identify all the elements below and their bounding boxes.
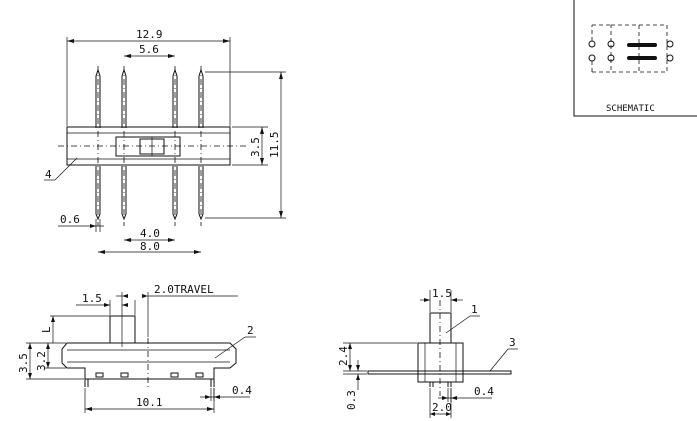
side-dim-0-4: 0.4	[474, 385, 494, 398]
side-view-actuator	[429, 312, 452, 344]
front-dim-travel: 2.0TRAVEL	[154, 283, 214, 296]
side-dim-2-0: 2.0	[432, 401, 452, 414]
dim-total-height: 11.5	[268, 132, 281, 159]
callout-1: 1	[471, 303, 478, 316]
dim-pin-width: 0.6	[60, 213, 80, 226]
top-view: 12.9 5.6 11.5 3.5 4 0.6 4.0 8.0	[44, 28, 286, 254]
front-dim-l: L	[40, 326, 53, 333]
front-dim-10-1: 10.1	[136, 396, 163, 409]
dim-pitch-8: 8.0	[140, 240, 160, 253]
front-view-actuator	[109, 315, 136, 344]
callout-2: 2	[247, 324, 254, 337]
side-dim-0-3: 0.3	[345, 390, 358, 410]
top-view-actuator	[115, 136, 181, 157]
side-view-lever	[367, 370, 512, 375]
side-view-body	[417, 342, 464, 383]
front-dim-3-5: 3.5	[17, 353, 30, 373]
dim-overall-width: 12.9	[136, 28, 163, 41]
side-view: 1.5 2.4 0.3 2.0 0.4 1 3	[337, 287, 518, 418]
dim-pitch-4: 4.0	[140, 227, 160, 240]
front-dim-3-2: 3.2	[35, 351, 48, 371]
front-view-body	[61, 342, 237, 380]
schematic: SCHEMATIC	[573, 0, 697, 117]
schematic-label: SCHEMATIC	[606, 104, 655, 114]
dim-pin-span: 5.6	[139, 43, 159, 56]
top-view-pins	[95, 68, 204, 221]
side-dim-2-4: 2.4	[337, 346, 350, 366]
side-dim-actuator: 1.5	[432, 287, 452, 300]
front-dim-actuator: 1.5	[82, 292, 102, 305]
front-dim-0-4: 0.4	[232, 384, 252, 397]
front-view: 1.5 2.0TRAVEL L 3.5 3.2 10.1 0.4	[17, 283, 256, 413]
callout-4: 4	[45, 168, 52, 181]
callout-3: 3	[509, 336, 516, 349]
dim-body-height: 3.5	[249, 137, 262, 157]
